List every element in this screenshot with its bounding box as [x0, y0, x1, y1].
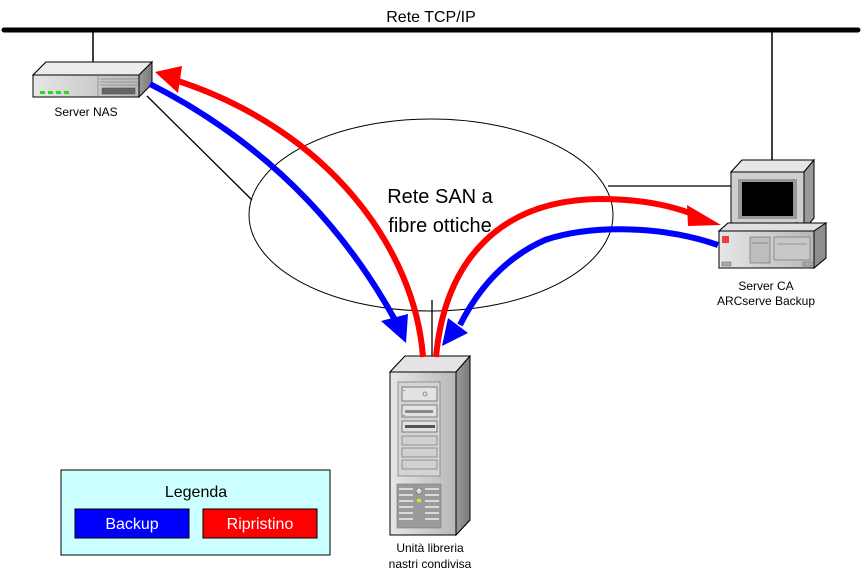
legend-backup-swatch [74, 508, 190, 539]
ca-server-label-line1: Server CA [738, 279, 793, 293]
backup-arrow-nas-to-library [148, 81, 398, 322]
tcpip-label: Rete TCP/IP [386, 9, 476, 26]
san-label-line1: Rete SAN a [387, 186, 493, 208]
restore-arrowhead-ca [687, 205, 721, 226]
backup-arrowhead-nas [381, 314, 408, 343]
san-network: Rete SAN a fibre ottiche [146, 95, 731, 360]
ca-server-icon[interactable] [717, 158, 828, 270]
restore-arrowhead-nas [155, 66, 182, 93]
legend-restore-label: Ripristino [227, 516, 294, 533]
library-label-line2: nastri condivisa [389, 557, 472, 571]
legend-restore-swatch [202, 508, 318, 539]
flow-arrows [148, 66, 721, 358]
san-cloud [248, 118, 614, 312]
nas-san-link [146, 95, 253, 201]
san-label-line2: fibre ottiche [388, 215, 491, 237]
restore-arrow-library-to-nas [174, 77, 426, 358]
legend-title: Legenda [165, 484, 227, 501]
tape-library-icon[interactable] [388, 354, 472, 537]
ca-server-label-line2: ARCserve Backup [717, 294, 815, 308]
library-label-line1: Unità libreria [396, 541, 464, 555]
legend-backup-label: Backup [105, 516, 158, 533]
backup-arrowhead-ca [442, 318, 468, 346]
restore-arrow-library-to-ca [433, 195, 697, 358]
backup-arrow-ca-to-library [457, 226, 719, 327]
legend: Legenda Backup Ripristino [60, 469, 331, 556]
nas-label: Server NAS [54, 105, 117, 119]
tcpip-network: Rete TCP/IP [1, 9, 861, 162]
nas-server-icon[interactable] [31, 60, 154, 99]
